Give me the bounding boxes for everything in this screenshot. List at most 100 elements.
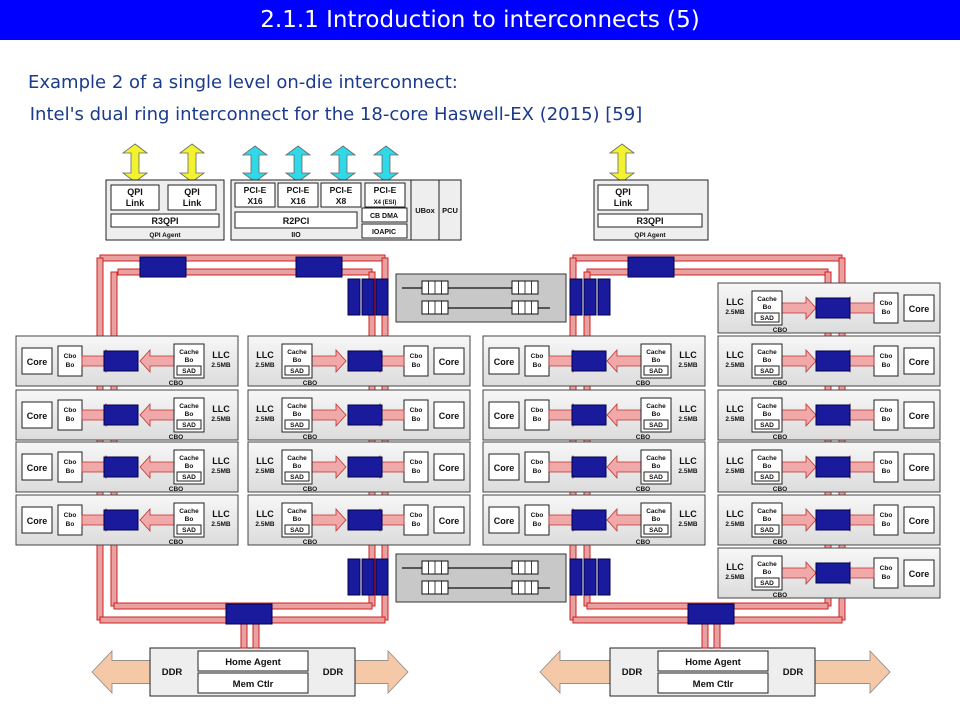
cache-box-label: Cache [757, 561, 777, 568]
cache-box-label: Cache [179, 508, 199, 515]
ioapic-label: IOAPIC [372, 229, 396, 236]
cbo-box-label: Bo [66, 362, 75, 369]
cbo-box-label: Cbo [880, 459, 893, 466]
core-ring-arrow [311, 507, 347, 533]
cbo-box [57, 345, 83, 377]
pcie-port-box [277, 182, 319, 208]
core-label: Core [909, 516, 930, 526]
cbo-box [403, 345, 429, 377]
cb-dma-label: CB DMA [370, 213, 398, 220]
cbo-box-label: Bo [412, 521, 421, 528]
cbo-label: CBO [636, 434, 650, 441]
sad-label: SAD [760, 315, 774, 322]
llc-label: LLC [212, 509, 230, 519]
core-ring-arrow [606, 402, 642, 428]
cbo-box-label: Cbo [64, 407, 77, 414]
cbo-label: CBO [773, 592, 787, 599]
llc-size-label: 2.5MB [678, 362, 697, 369]
cache-box-label: Bo [763, 569, 772, 576]
sad-box [284, 365, 310, 376]
cache-box-label: Cache [757, 296, 777, 303]
core-label: Core [494, 463, 515, 473]
r3qpi-box [597, 213, 703, 228]
cache-box-label: Cache [646, 508, 666, 515]
cache-box-label: Bo [293, 463, 302, 470]
cbo-box-label: Bo [533, 416, 542, 423]
subtitle-line-1: Example 2 of a single level on-die inter… [28, 72, 458, 93]
ddr-label: DDR [162, 667, 183, 678]
core-label: Core [439, 463, 460, 473]
cache-box-label: Cache [646, 455, 666, 462]
sad-box [643, 471, 669, 482]
ring-stop [347, 404, 383, 426]
cbo-box [873, 292, 899, 324]
cbo-label: CBO [169, 539, 183, 546]
cbo-label: CBO [303, 380, 317, 387]
sad-box [176, 419, 202, 430]
cbo-box [403, 451, 429, 483]
cbo-box [524, 345, 550, 377]
cbo-box-label: Bo [66, 468, 75, 475]
llc-label: LLC [679, 509, 697, 519]
core-ring-arrow [781, 560, 817, 586]
core-box [433, 453, 465, 481]
cache-box-label: Bo [652, 357, 661, 364]
llc-size-label: 2.5MB [725, 574, 744, 581]
ring-stop [571, 509, 607, 531]
home-agent-box [197, 650, 309, 672]
cache-box-label: Cache [287, 455, 307, 462]
cbo-box-label: Cbo [880, 512, 893, 519]
cache-box-label: Cache [179, 403, 199, 410]
cbo-box-label: Cbo [531, 353, 544, 360]
cbo-box-label: Cbo [880, 565, 893, 572]
ring-stop [347, 558, 361, 596]
llc-size-label: 2.5MB [211, 521, 230, 528]
iio-label: IIO [291, 232, 301, 239]
ring-stop [375, 278, 389, 316]
pcie-port-label: PCI-E [287, 185, 310, 195]
sad-label: SAD [290, 422, 304, 429]
pcie-port-label: PCI-E [244, 185, 267, 195]
cbo-box-label: Bo [412, 468, 421, 475]
cbo-label: CBO [636, 486, 650, 493]
cache-box-label: Bo [185, 463, 194, 470]
cbo-box-label: Cbo [531, 407, 544, 414]
llc-label: LLC [212, 404, 230, 414]
qpi-link-box [110, 184, 160, 211]
cbo-box-label: Cbo [531, 459, 544, 466]
ring-stop [347, 456, 383, 478]
llc-size-label: 2.5MB [725, 468, 744, 475]
cache-box-label: Cache [287, 349, 307, 356]
ddr-label: DDR [622, 667, 643, 678]
llc-size-label: 2.5MB [211, 362, 230, 369]
cbo-label: CBO [169, 434, 183, 441]
core-label: Core [909, 411, 930, 421]
core-ring-arrow [606, 507, 642, 533]
llc-label: LLC [726, 562, 744, 572]
qpi-link-label: QPI [615, 187, 631, 197]
core-ring-arrow [139, 507, 175, 533]
cbo-box-label: Bo [882, 309, 891, 316]
sad-box [284, 419, 310, 430]
ring-stop [815, 350, 851, 372]
core-box [903, 559, 935, 587]
cbo-box-label: Bo [533, 521, 542, 528]
pcie-port-label: PCI-E [330, 185, 353, 195]
cbo-box-label: Cbo [531, 512, 544, 519]
cbo-box [873, 399, 899, 431]
ring-stop [583, 558, 597, 596]
ring-segment [586, 268, 829, 276]
core-ring-arrow [781, 295, 817, 321]
cache-box-label: Bo [293, 516, 302, 523]
subtitle-line-2: Intel's dual ring interconnect for the 1… [24, 104, 643, 125]
core-ring-arrow [311, 402, 347, 428]
llc-size-label: 2.5MB [255, 362, 274, 369]
ring-stop [571, 456, 607, 478]
pcu-label: PCU [442, 206, 458, 215]
core-ring-arrow [139, 454, 175, 480]
cache-box-label: Cache [757, 403, 777, 410]
sad-box [176, 524, 202, 535]
qpi-agent-label: QPI Agent [149, 232, 181, 239]
cbo-box [524, 399, 550, 431]
